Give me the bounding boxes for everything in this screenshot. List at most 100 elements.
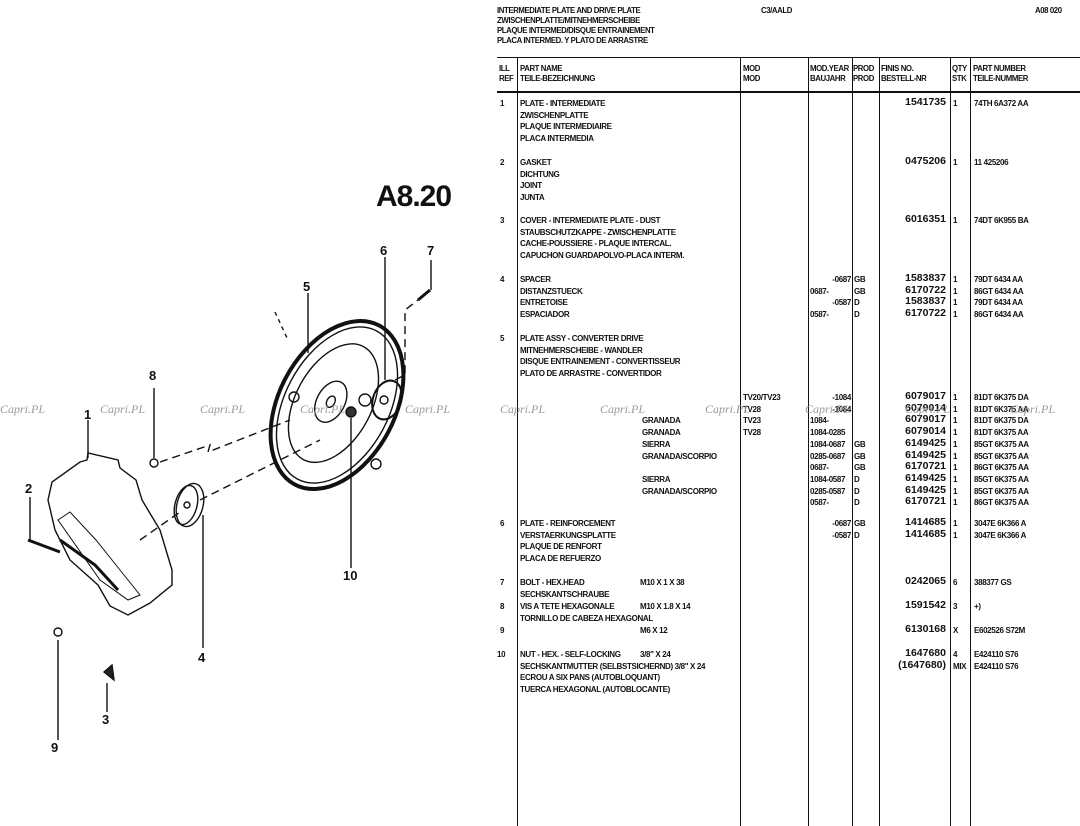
callout-5: 5 [303, 279, 311, 294]
part-number: 86GT 6K375 AA [974, 463, 1029, 473]
prod-code: GB [854, 519, 866, 528]
part-number: E602526 S72M [974, 626, 1025, 635]
column-header-pn: PART NUMBER [973, 64, 1026, 73]
column-rule [852, 57, 854, 826]
prod-code: D [854, 486, 860, 496]
drive-plate-drawing [268, 318, 406, 492]
mod-year: -1084 [832, 393, 851, 402]
part-number: 85GT 6K375 AA [974, 451, 1029, 461]
quantity: 1 [953, 286, 958, 296]
quantity: X [953, 626, 958, 635]
column-rule [879, 57, 881, 826]
mod-year: 0285-0587 [810, 486, 846, 496]
callout-7: 7 [427, 243, 435, 258]
part-name: SECHSKANTSCHRAUBE [520, 589, 610, 599]
part-name: PLACA INTERMEDIA [520, 134, 594, 144]
finis-number: 6170721 [905, 495, 946, 508]
finis-number: 6079017 [905, 413, 946, 426]
column-header-prod: PROD [853, 74, 874, 83]
mod-year: 0687- [810, 463, 829, 473]
column-header-ill: ILL [499, 64, 510, 73]
watermark: Capri.PL [705, 402, 751, 416]
column-rule [740, 57, 742, 826]
prod-code: GB [854, 275, 866, 284]
vehicle-model: GRANADA/SCORPIO [642, 486, 717, 496]
column-header-finis: BESTELL-NR [881, 74, 927, 83]
vehicle-model: GRANADA [642, 416, 681, 426]
column-rule [970, 57, 972, 826]
part-name: BOLT - HEX.HEAD [520, 578, 585, 587]
ill-ref: 3 [500, 216, 505, 225]
part-number: 86GT 6434 AA [974, 310, 1024, 320]
part-name: TUERCA HEXAGONAL (AUTOBLOCANTE) [520, 685, 670, 695]
mod-year: 1084-0285 [810, 428, 846, 438]
mod-code: TV28 [743, 404, 761, 414]
column-header-name: TEILE-BEZEICHNUNG [520, 74, 596, 83]
part-number: 81DT 6K375 AA [974, 428, 1029, 438]
callout-6: 6 [380, 243, 388, 258]
ill-ref: 1 [500, 99, 505, 108]
quantity: 1 [953, 486, 958, 496]
quantity: 1 [953, 428, 958, 438]
column-header-prod: PROD [853, 64, 874, 73]
part-spec: M6 X 12 [640, 626, 668, 635]
mod-year: -0587 [832, 298, 851, 308]
part-name: GASKET [520, 158, 552, 167]
part-name: ZWISCHENPLATTE [520, 110, 589, 120]
quantity: 4 [953, 650, 958, 659]
mod-code: TV20/TV23 [743, 393, 781, 402]
finis-number: 1414685 [905, 527, 946, 540]
part-number: 3047E 6K366 A [974, 530, 1027, 540]
column-header-ill: REF [499, 74, 514, 83]
ill-ref: 6 [500, 519, 505, 528]
part-number: 79DT 6434 AA [974, 298, 1023, 308]
part-number: E424110 S76 [974, 661, 1019, 671]
quantity: 1 [953, 451, 958, 461]
part-name: PLATE ASSY - CONVERTER DRIVE [520, 334, 644, 343]
quantity: 1 [953, 474, 958, 484]
part-number: 11 425206 [974, 158, 1009, 167]
column-rule [808, 57, 810, 826]
part-number: 81DT 6K375 DA [974, 416, 1029, 426]
callout-2: 2 [25, 481, 33, 496]
part-name: PLACA DE REFUERZO [520, 554, 601, 564]
quantity: MIX [953, 661, 967, 671]
prod-code: GB [854, 463, 866, 473]
mod-year: 1084- [810, 416, 829, 426]
prod-code: D [854, 298, 860, 308]
mod-code: TV28 [743, 428, 761, 438]
part-name: DISTANZSTUECK [520, 286, 583, 296]
part-name: VIS A TETE HEXAGONALE [520, 602, 615, 611]
quantity: 1 [953, 393, 958, 402]
callout-10: 10 [343, 568, 358, 583]
part-name: JUNTA [520, 193, 545, 203]
callout-9: 9 [51, 740, 59, 755]
part-name: STAUBSCHUTZKAPPE - ZWISCHENPLATTE [520, 227, 676, 237]
part-name: MITNEHMERSCHEIBE - WANDLER [520, 345, 643, 355]
title-es: PLACA INTERMED. Y PLATO DE ARRASTRE [497, 36, 648, 45]
callout-3: 3 [102, 712, 110, 727]
prod-code: D [854, 498, 860, 508]
watermark: Capri.PL [300, 402, 346, 416]
watermark: Capri.PL [200, 402, 246, 416]
finis-number: 6170722 [905, 283, 946, 296]
ill-ref: 4 [500, 275, 505, 284]
part-number: 85GT 6K375 AA [974, 474, 1029, 484]
part-name: CAPUCHON GUARDAPOLVO-PLACA INTERM. [520, 251, 685, 261]
watermark: Capri.PL [905, 402, 951, 416]
callout-4: 4 [198, 650, 206, 665]
prod-code: GB [854, 451, 866, 461]
part-number: 79DT 6434 AA [974, 275, 1023, 284]
mod-year: 0687- [810, 286, 829, 296]
prod-code: GB [854, 439, 866, 449]
mod-year: 0285-0687 [810, 451, 846, 461]
part-spec: M10 X 1 X 38 [640, 578, 685, 587]
quantity: 1 [953, 530, 958, 540]
part-name: ECROU A SIX PANS (AUTOBLOQUANT) [520, 673, 660, 683]
ill-ref: 8 [500, 602, 505, 611]
part-name: COVER - INTERMEDIATE PLATE - DUST [520, 216, 661, 225]
finis-number: (1647680) [898, 658, 946, 671]
part-name: SECHSKANTMUTTER (SELBSTSICHERND) 3/8" X … [520, 661, 706, 671]
part-name: CACHE-POUSSIERE - PLAQUE INTERCAL. [520, 239, 672, 249]
finis-number: 6130168 [905, 623, 946, 635]
